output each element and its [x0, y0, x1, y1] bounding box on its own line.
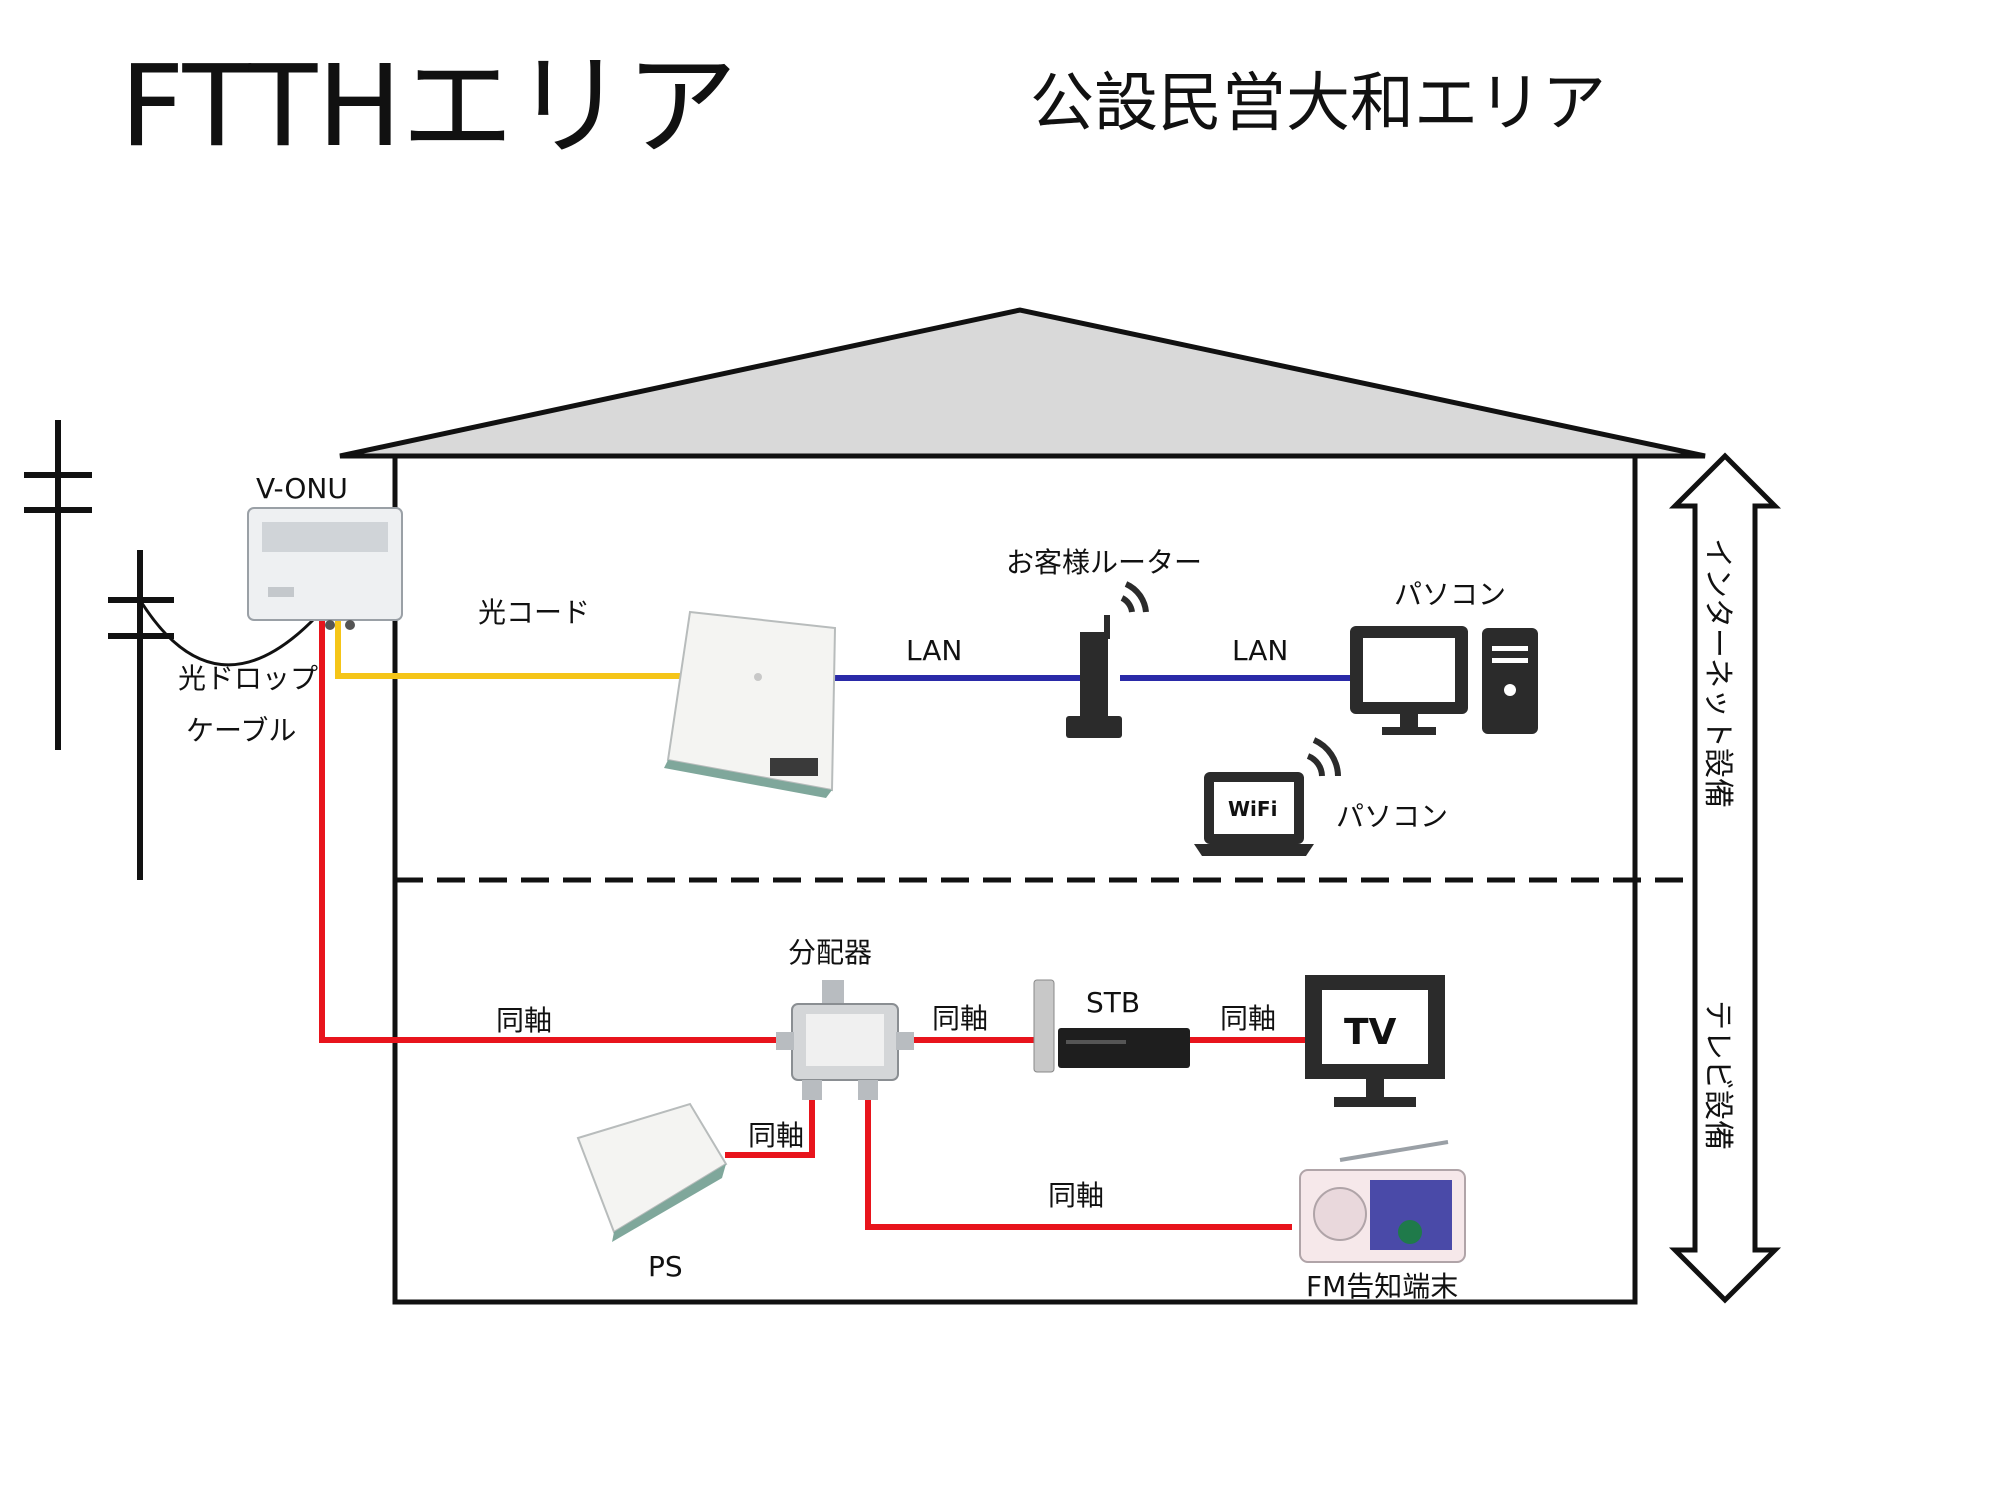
zone-arrow [1668, 452, 1782, 1304]
zone-label-tv: テレビ設備 [1700, 1000, 1735, 1150]
splitter-device [776, 980, 914, 1100]
label-v-onu: V-ONU [256, 472, 348, 505]
label-coax-ps: 同軸 [748, 1119, 804, 1152]
label-router: お客様ルーター [1006, 546, 1202, 579]
utility-poles [24, 420, 174, 880]
router-icon [1066, 581, 1149, 738]
desktop-computer-icon [1350, 626, 1538, 735]
label-coax-stb: 同軸 [932, 1002, 988, 1035]
label-lan-1: LAN [906, 634, 962, 667]
page-title: FTTHエリア [120, 42, 738, 172]
label-coax-fm: 同軸 [1048, 1179, 1104, 1212]
label-drop-cable-1: 光ドロップ [178, 662, 318, 695]
tv-badge-text: TV [1344, 1012, 1397, 1053]
tv-icon: TV [1305, 975, 1445, 1107]
label-coax-tv: 同軸 [1220, 1002, 1276, 1035]
fm-radio-device [1299, 1140, 1466, 1263]
stb-device [1033, 979, 1190, 1073]
zone-label-internet: インターネット設備 [1700, 538, 1735, 808]
label-fm-terminal: FM告知端末 [1306, 1270, 1458, 1303]
label-pc-desktop: パソコン [1394, 578, 1506, 611]
label-stb: STB [1086, 986, 1140, 1019]
label-pc-laptop: パソコン [1336, 800, 1448, 833]
home-gateway-device [664, 610, 837, 798]
laptop-icon: WiFi [1194, 737, 1341, 856]
cable-optical [335, 620, 690, 679]
ps-device [576, 1102, 728, 1242]
label-coax-main: 同軸 [496, 1004, 552, 1037]
page-subtitle: 公設民営大和エリア [1030, 67, 1606, 141]
label-splitter: 分配器 [788, 936, 872, 969]
house-roof [339, 307, 1706, 459]
zone-label-internet-text: インターネット設備 [1700, 538, 1735, 808]
label-drop-cable-2: ケーブル [186, 714, 296, 747]
cable-coax [319, 620, 1305, 1230]
wifi-badge-text: WiFi [1228, 797, 1277, 821]
label-ps: PS [648, 1250, 683, 1283]
label-lan-2: LAN [1232, 634, 1288, 667]
v-onu-device [247, 507, 403, 630]
zone-label-tv-text: テレビ設備 [1700, 1000, 1735, 1150]
label-optical-cord: 光コード [478, 596, 590, 629]
optical-drop-cable [138, 599, 317, 667]
